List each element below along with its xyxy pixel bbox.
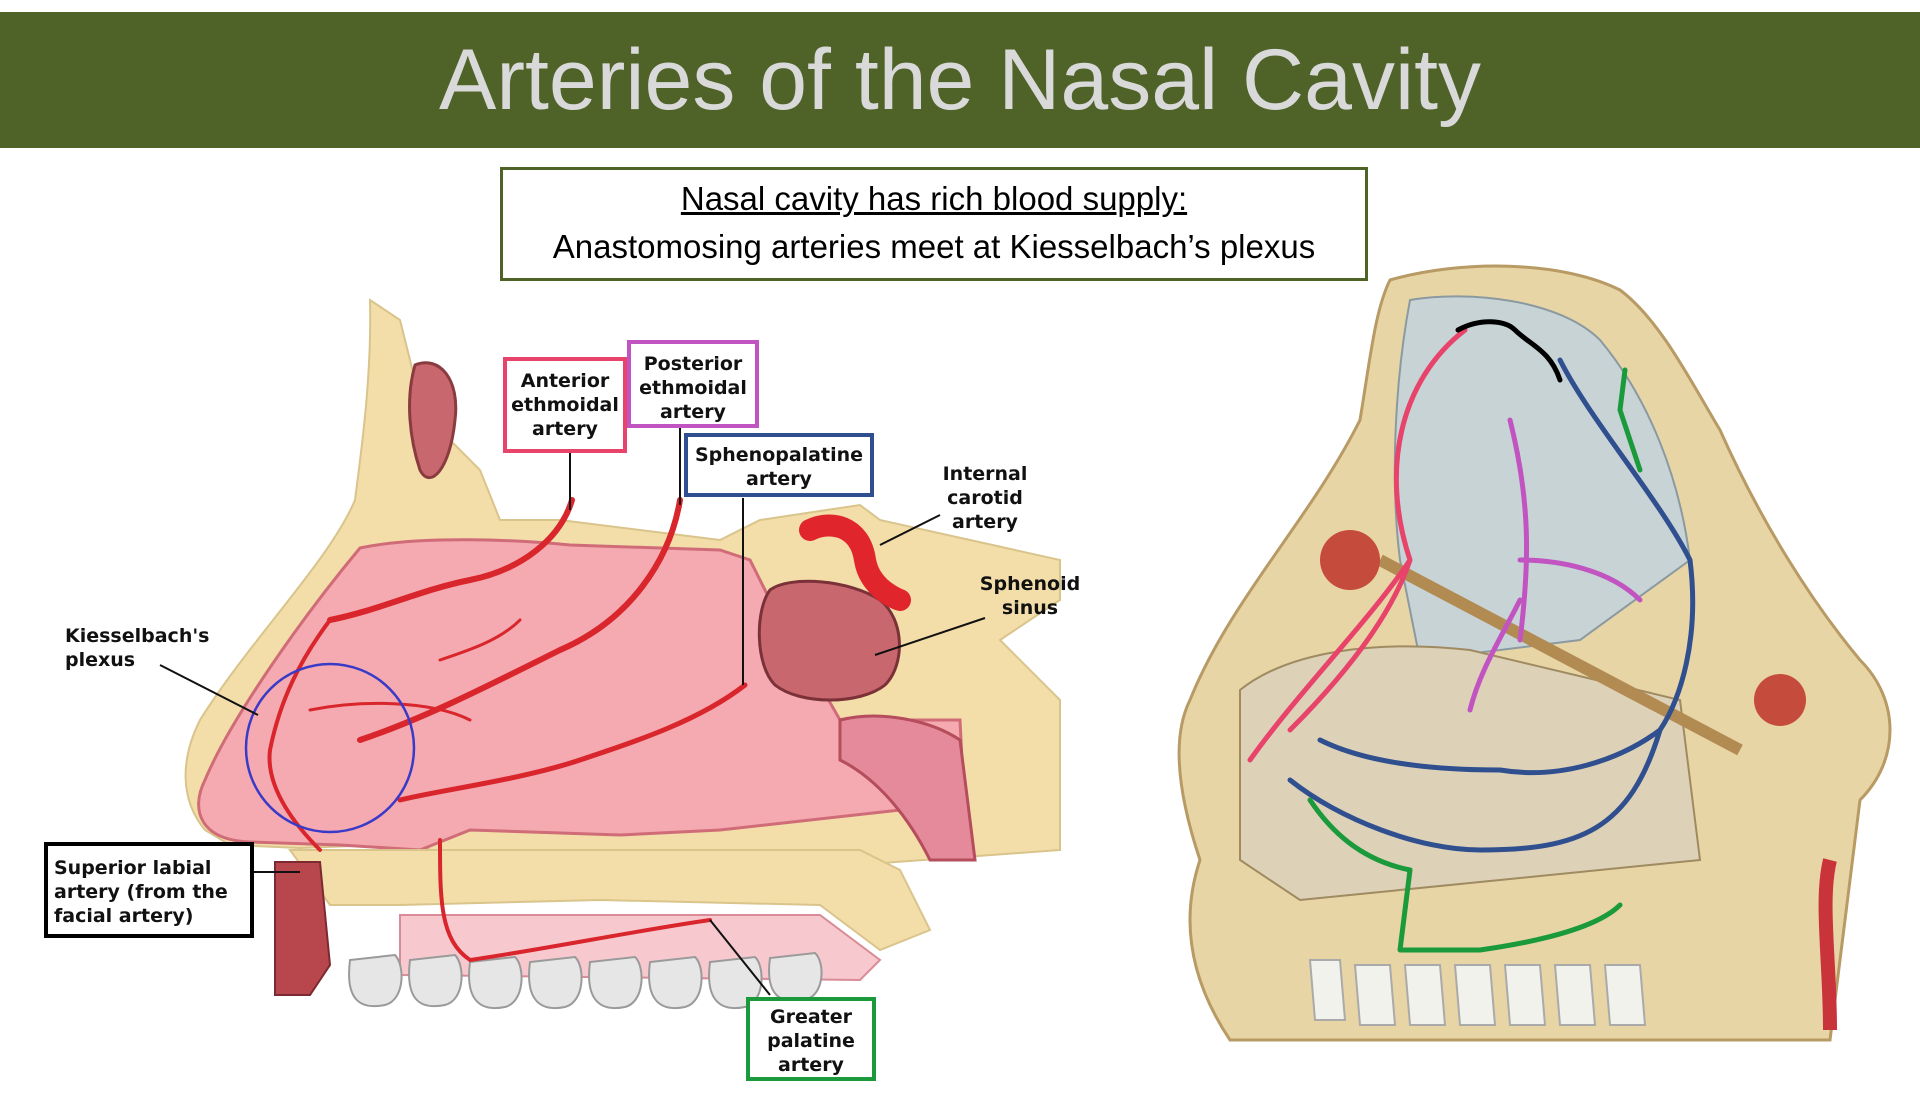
teeth — [348, 951, 823, 1009]
frontal-sinus — [408, 361, 458, 480]
sphenoid-sinus-shape — [757, 579, 901, 702]
leader-kiesselbach — [159, 664, 259, 716]
label-greater-palatine: Greater palatine artery — [746, 997, 876, 1081]
leader-sphenoid — [874, 617, 986, 656]
artery-black-trace — [1455, 319, 1563, 383]
kiesselbach-circle — [244, 662, 416, 834]
orbit-red — [1320, 530, 1380, 590]
artery-anterior-ethmoidal-trace — [1247, 327, 1468, 763]
summary-heading: Nasal cavity has rich blood supply: — [680, 180, 1188, 217]
artery-greater-palatine-trace — [1307, 797, 1623, 953]
leader-greater-palatine — [709, 919, 771, 996]
title-bar: Arteries of the Nasal Cavity — [0, 12, 1920, 148]
upper-lip — [274, 861, 332, 996]
leader-internal-carotid — [879, 514, 941, 546]
vomer-strip — [1377, 554, 1743, 756]
label-kiesselbach: Kiesselbach's plexus — [65, 625, 210, 671]
label-posterior-ethmoidal: Posterior ethmoidal artery — [627, 340, 759, 428]
slide-title: Arteries of the Nasal Cavity — [439, 32, 1481, 128]
left-leader-lines — [159, 420, 986, 996]
hard-palate — [288, 849, 932, 952]
facial-artery — [1818, 858, 1837, 1031]
label-sphenopalatine: Sphenopalatine artery — [684, 433, 874, 497]
label-superior-labial: Superior labial artery (from the facial … — [44, 842, 254, 938]
pharynx-shape — [838, 714, 977, 862]
label-internal-carotid: Internal carotid artery — [942, 463, 1028, 533]
right-colored-arteries — [1247, 319, 1696, 953]
teeth-right — [1308, 959, 1647, 1026]
artery-posterior-ethmoidal-trace — [1467, 417, 1643, 713]
septum-gray — [1393, 295, 1692, 662]
summary-box: Nasal cavity has rich blood supply: Anas… — [500, 167, 1368, 281]
label-sphenoid-sinus: Sphenoid sinus — [979, 573, 1081, 619]
left-arteries — [267, 497, 748, 963]
artery-green-dorsum — [1617, 367, 1643, 473]
artery-sphenopalatine-trace — [1287, 357, 1696, 853]
internal-carotid-shape — [799, 514, 911, 611]
sinus-red — [1754, 674, 1806, 726]
lower-nasal-region — [1239, 645, 1702, 902]
label-anterior-ethmoidal: Anterior ethmoidal artery — [503, 357, 627, 453]
summary-text: Anastomosing arteries meet at Kiesselbac… — [552, 228, 1316, 265]
